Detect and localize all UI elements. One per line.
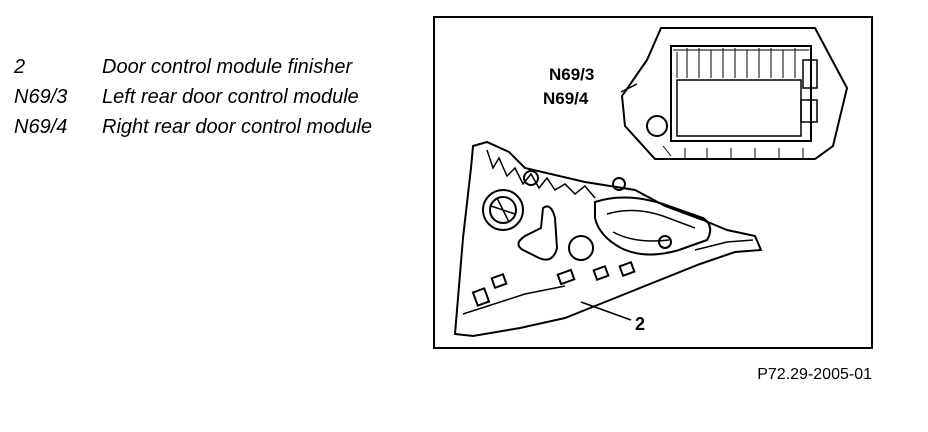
module-drawing: N69/3 N69/4 2 bbox=[453, 27, 849, 338]
figure-reference: P72.29-2005-01 bbox=[757, 366, 872, 383]
legend-code: N69/4 bbox=[14, 116, 68, 138]
door-control-module bbox=[620, 27, 849, 160]
legend-description: Door control module finisher bbox=[102, 56, 353, 78]
legend-description: Right rear door control module bbox=[102, 116, 373, 138]
legend-code: N69/3 bbox=[14, 86, 68, 108]
callout-n69-3: N69/3 bbox=[549, 65, 594, 84]
callout-finisher: 2 bbox=[635, 314, 645, 334]
legend-code: 2 bbox=[14, 56, 26, 78]
callout-n69-4: N69/4 bbox=[543, 89, 589, 108]
door-control-module-finisher bbox=[453, 140, 763, 338]
legend-description: Left rear door control module bbox=[102, 86, 359, 108]
diagram-figure: N69/3 N69/4 2 bbox=[433, 16, 873, 349]
